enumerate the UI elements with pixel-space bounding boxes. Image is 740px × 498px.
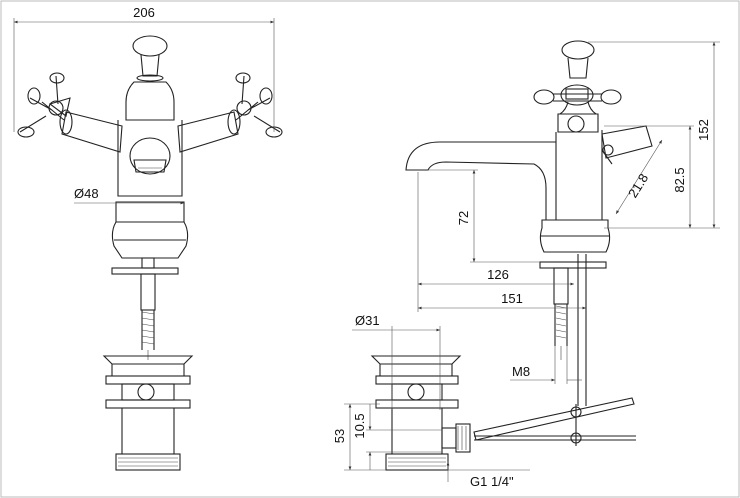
dim-body-diameter: Ø48 — [74, 186, 184, 205]
label-thread: M8 — [512, 364, 530, 379]
pop-up-rod — [473, 397, 636, 446]
dim-total-depth: 151 — [417, 172, 586, 312]
label-waste-height: 53 — [332, 429, 347, 443]
side-view-waste — [370, 355, 471, 471]
dim-spout-height: 72 — [428, 169, 540, 263]
label-spout-height: 72 — [456, 211, 471, 225]
label-lever-height: 82.5 — [672, 167, 687, 192]
dim-overall-width: 206 — [13, 5, 275, 132]
dim-lever-offset: 21.8 — [615, 139, 663, 215]
label-total-height: 152 — [696, 119, 711, 141]
label-body-height: 10.5 — [352, 413, 367, 438]
label-body-diameter: Ø48 — [74, 186, 99, 201]
label-connection-thread: G1 1/4" — [470, 474, 514, 489]
dim-body-height: 10.5 — [352, 404, 442, 470]
label-total-depth: 151 — [501, 291, 523, 306]
label-lever-offset: 21.8 — [625, 171, 651, 200]
label-flange-diameter: Ø31 — [355, 313, 380, 328]
label-overall-width: 206 — [133, 5, 155, 20]
side-view-tap — [405, 40, 653, 406]
dim-waste-height: 53 — [332, 403, 386, 471]
dim-spout-reach: 126 — [418, 267, 574, 286]
front-view-waste — [102, 355, 194, 471]
dim-total-height: 152 — [588, 41, 720, 229]
dim-flange-diameter: Ø31 — [352, 313, 441, 410]
dim-connection-thread: G1 1/4" — [446, 462, 530, 489]
label-spout-reach: 126 — [487, 267, 509, 282]
dim-lever-height: 82.5 — [604, 125, 694, 228]
front-view-tap — [17, 35, 283, 360]
dim-thread: M8 — [510, 346, 582, 384]
